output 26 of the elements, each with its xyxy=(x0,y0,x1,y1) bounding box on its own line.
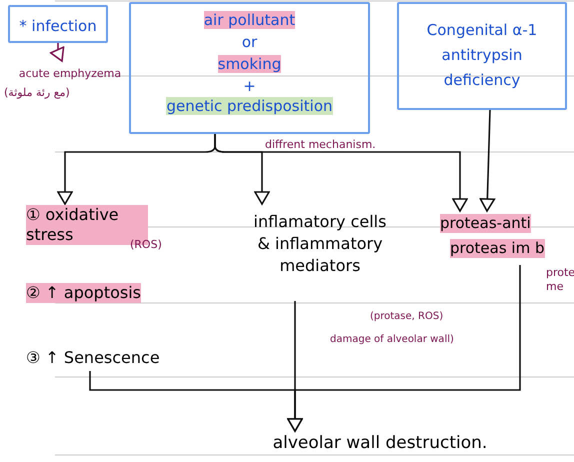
note: (مع رئة ملوثة) xyxy=(4,86,70,99)
arrow xyxy=(287,265,521,432)
highlighted-text: genetic predisposition xyxy=(166,97,333,115)
handwritten-text: Congenital α-1 antitrypsin deficiency xyxy=(426,20,538,91)
arrow xyxy=(50,43,64,62)
handwritten-text: ③ ↑ Senescence xyxy=(26,348,160,368)
note: damage of alveolar wall) xyxy=(330,334,454,345)
handwritten-text: * infection xyxy=(19,17,97,35)
highlighted-text: proteas-anti xyxy=(440,214,531,233)
arrow xyxy=(480,110,496,212)
handwritten-text: alveolar wall destruction. xyxy=(272,433,488,454)
handwritten-text: + xyxy=(243,77,256,95)
highlighted-text: proteas im b xyxy=(450,239,544,258)
handwritten-text: acute emphyzema xyxy=(18,67,122,80)
cause-box xyxy=(397,2,567,110)
handwritten-text: (ROS) xyxy=(130,238,162,252)
edge-label: diffrent mechanism. xyxy=(265,138,376,151)
cause-box xyxy=(129,2,370,134)
highlighted-text: smoking xyxy=(218,55,282,73)
infection-box xyxy=(8,5,108,43)
highlighted-text: ② ↑ apoptosis xyxy=(26,283,142,303)
side-note: (protase, ROS) xyxy=(370,310,444,323)
highlighted-text: air pollutant xyxy=(204,11,296,29)
handwritten-text: inflamatory cells & inflammatory mediators xyxy=(252,211,388,277)
handwritten-text: or xyxy=(242,33,258,51)
arrow xyxy=(214,134,468,212)
